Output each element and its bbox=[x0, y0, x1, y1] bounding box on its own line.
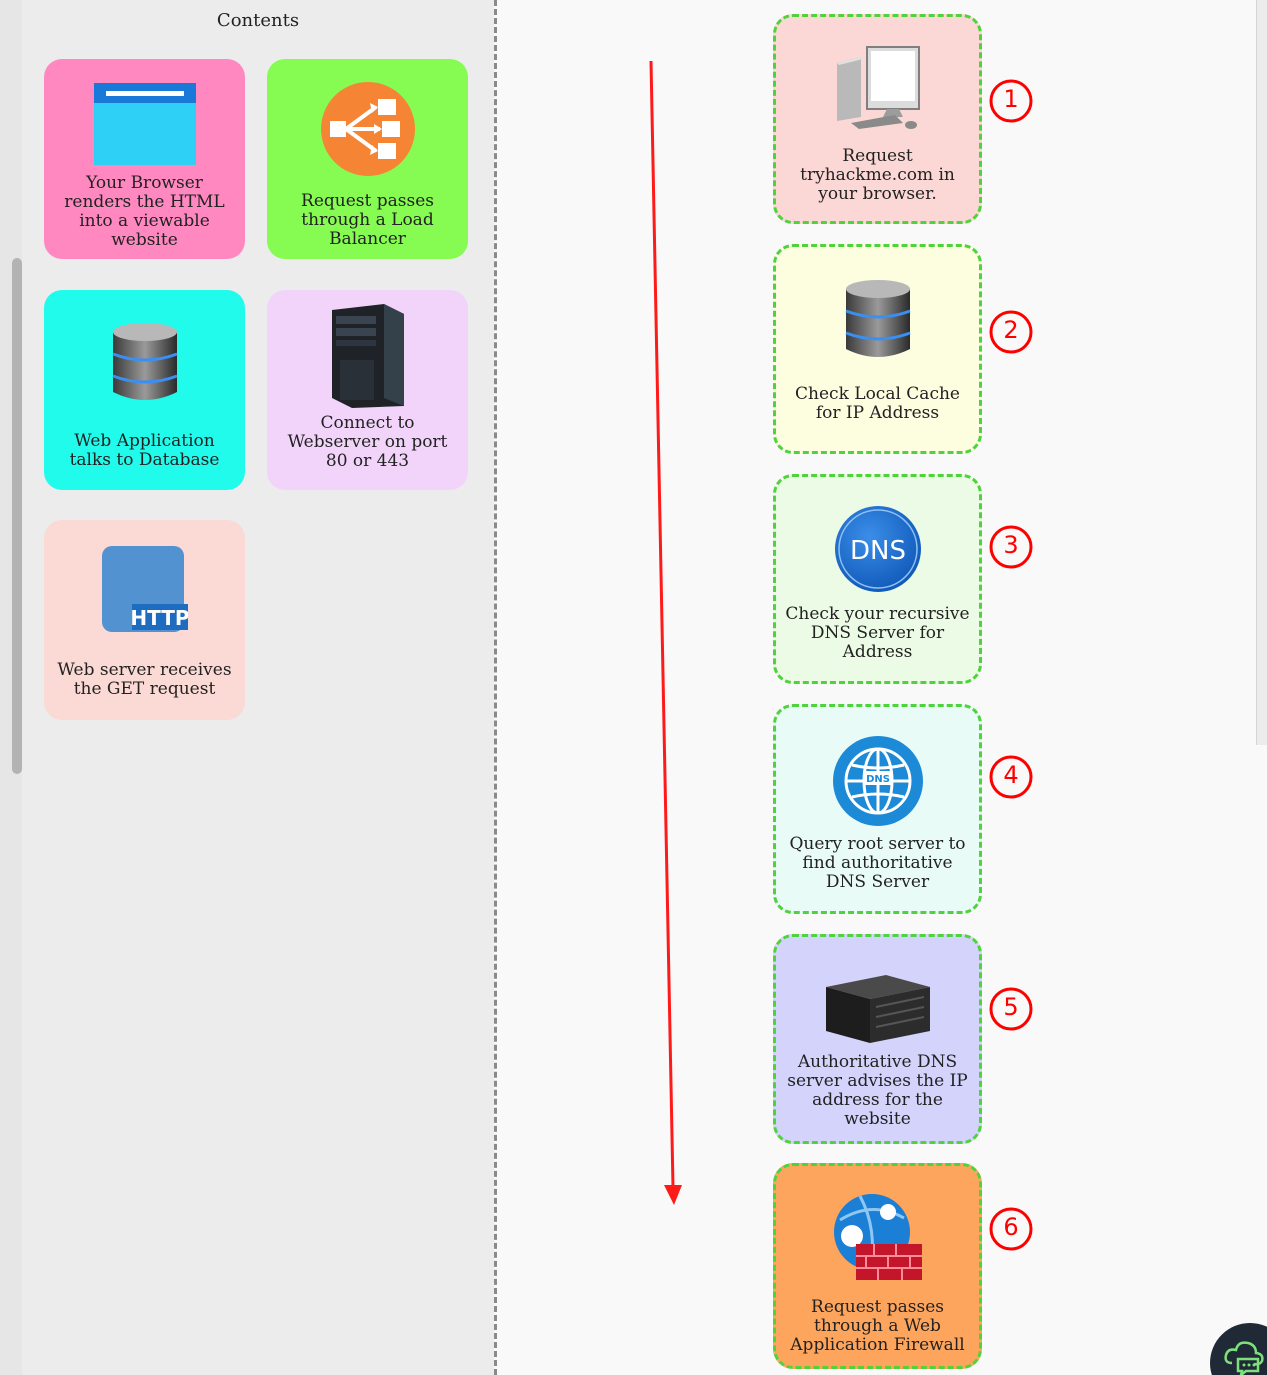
chat-cloud-icon bbox=[1224, 1341, 1264, 1375]
contents-sidebar: Contents Your Browser renders the HTML i… bbox=[22, 0, 494, 1375]
dns-world-icon: DNS bbox=[776, 735, 979, 827]
database-icon bbox=[776, 279, 979, 359]
step-label: Check Local Cache for IP Address bbox=[795, 384, 960, 423]
flow-step-1[interactable]: Request tryhackme.com in your browser. bbox=[773, 14, 982, 224]
flow-step-4[interactable]: DNS Query root server to find authoritat… bbox=[773, 704, 982, 914]
window-scrollbar-track[interactable] bbox=[0, 0, 22, 1375]
browser-window-icon bbox=[44, 83, 245, 165]
flow-step-6[interactable]: Request passes through a Web Application… bbox=[773, 1163, 982, 1369]
step-label: Request passes through a Web Application… bbox=[790, 1297, 965, 1355]
step-number-3: 3 bbox=[988, 524, 1034, 570]
server-tower-icon bbox=[267, 302, 468, 410]
sidebar-title: Contents bbox=[216, 10, 300, 31]
sidebar-card-browser[interactable]: Your Browser renders the HTML into a vie… bbox=[44, 59, 245, 259]
sidebar-divider[interactable] bbox=[494, 0, 497, 1375]
sidebar-card-webserver[interactable]: Connect to Webserver on port 80 or 443 bbox=[267, 290, 468, 490]
sidebar-card-load-balancer[interactable]: Request passes through a Load Balancer bbox=[267, 59, 468, 259]
dns-world-icon-text: DNS bbox=[866, 774, 890, 785]
http-icon-text: HTTP bbox=[130, 606, 188, 630]
sidebar-card-http[interactable]: HTTP Web server receives the GET request bbox=[44, 520, 245, 720]
http-file-icon: HTTP bbox=[44, 546, 245, 634]
dns-icon-text: DNS bbox=[850, 536, 906, 566]
step-label: Query root server to find authoritative … bbox=[789, 834, 966, 892]
card-label: Request passes through a Load Balancer bbox=[301, 191, 434, 249]
card-label: Connect to Webserver on port 80 or 443 bbox=[287, 413, 448, 471]
card-label: Your Browser renders the HTML into a vie… bbox=[64, 173, 225, 250]
database-icon bbox=[44, 322, 245, 402]
step-label: Request tryhackme.com in your browser. bbox=[800, 146, 955, 204]
firewall-icon bbox=[776, 1190, 979, 1286]
chat-assistant-button[interactable] bbox=[1210, 1323, 1267, 1375]
step-number-6: 6 bbox=[988, 1206, 1034, 1252]
step-label: Authoritative DNS server advises the IP … bbox=[787, 1052, 968, 1129]
step-number-5: 5 bbox=[988, 986, 1034, 1032]
step-number-2: 2 bbox=[988, 309, 1034, 355]
sidebar-card-database[interactable]: Web Application talks to Database bbox=[44, 290, 245, 490]
flow-step-2[interactable]: Check Local Cache for IP Address bbox=[773, 244, 982, 454]
flow-step-3[interactable]: DNS Check your recursive DNS Server for … bbox=[773, 474, 982, 684]
step-number-4: 4 bbox=[988, 754, 1034, 800]
card-label: Web Application talks to Database bbox=[69, 431, 220, 470]
card-label: Web server receives the GET request bbox=[57, 660, 232, 699]
canvas-scrollbar[interactable] bbox=[1256, 0, 1267, 745]
flow-arrow bbox=[640, 55, 700, 1215]
window-scrollbar-thumb[interactable] bbox=[12, 258, 22, 774]
load-balancer-icon bbox=[267, 81, 468, 177]
dns-globe-icon: DNS bbox=[776, 505, 979, 593]
step-label: Check your recursive DNS Server for Addr… bbox=[785, 604, 970, 662]
flow-step-5[interactable]: Authoritative DNS server advises the IP … bbox=[773, 934, 982, 1144]
rack-server-icon bbox=[776, 973, 979, 1045]
step-number-1: 1 bbox=[988, 78, 1034, 124]
desktop-computer-icon bbox=[776, 45, 979, 131]
